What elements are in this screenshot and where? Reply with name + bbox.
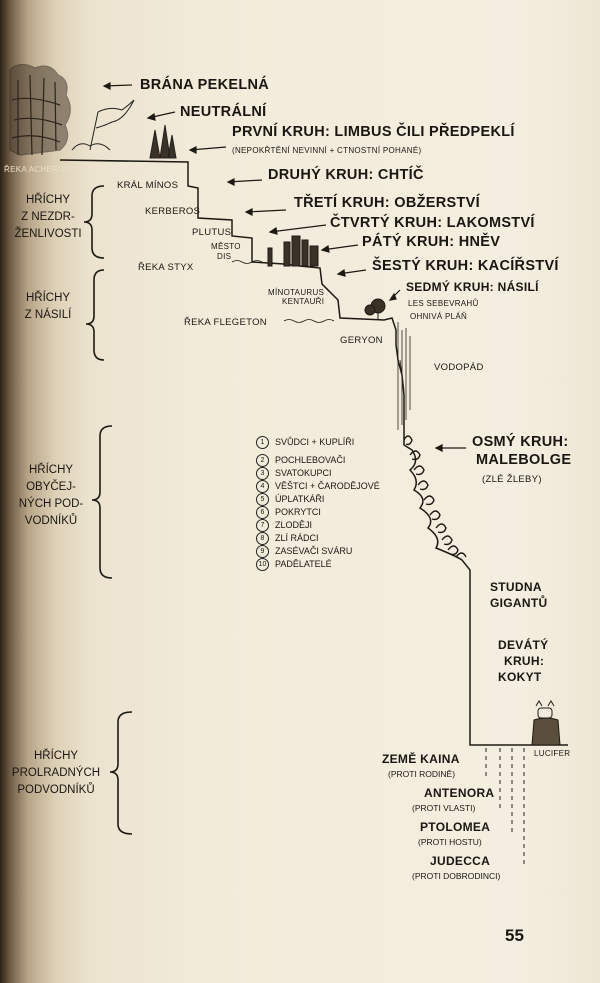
label-neutral: NEUTRÁLNÍ xyxy=(180,104,267,120)
malebolge-loops xyxy=(403,435,467,558)
label-ninth-circle-3: KOKYT xyxy=(498,670,542,684)
label-kentauri: KENTAUŘI xyxy=(282,297,325,306)
pointer-arrows xyxy=(102,82,466,452)
suicide-forest xyxy=(364,298,386,320)
descent-profile xyxy=(59,159,568,746)
label-plain: OHNIVÁ PLÁŇ xyxy=(410,312,468,321)
zone-ptolomea-note: (PROTI HOSTU) xyxy=(418,837,482,847)
label-forest: LES SEBEVRAHŮ xyxy=(408,299,479,308)
lucifer-figure xyxy=(531,700,561,746)
zone-judecca: JUDECCA xyxy=(430,854,491,868)
neutral-flag xyxy=(71,99,135,151)
label-dis-2: DIS xyxy=(217,252,232,261)
label-waterfall: VODOPÁD xyxy=(434,362,484,373)
limbus-trees xyxy=(149,124,177,159)
label-gate: BRÁNA PEKELNÁ xyxy=(140,77,270,93)
zone-caina: ZEMĚ KAINA xyxy=(382,752,460,766)
label-flegeton: ŘEKA FLEGETON xyxy=(184,317,267,328)
label-ninth-circle-1: DEVÁTÝ xyxy=(498,638,549,652)
category-incontinence: HŘÍCHY Z NEZDR- ŽENLIVOSTI xyxy=(14,194,82,240)
zone-antenora: ANTENORA xyxy=(424,786,495,800)
label-ninth-circle-2: KRUH: xyxy=(504,654,545,668)
label-sixth-circle: ŠESTÝ KRUH: KACÍŘSTVÍ xyxy=(372,258,559,274)
category-treachery: HŘÍCHY PROLRADNÝCH PODVODNÍKŮ xyxy=(11,750,101,796)
category-braces xyxy=(83,185,133,835)
waterfall xyxy=(397,322,411,430)
zone-ptolomea: PTOLOMEA xyxy=(420,820,491,834)
zone-antenora-note: (PROTI VLASTI) xyxy=(412,803,476,813)
zone-judecca-note: (PROTI DOBRODINCI) xyxy=(412,871,501,881)
label-lucifer: LUCIFER xyxy=(534,749,571,758)
label-eighth-circle-2: MALEBOLGE xyxy=(476,452,572,468)
label-well-2: GIGANTŮ xyxy=(490,596,548,610)
label-fourth-circle: ČTVRTÝ KRUH: LAKOMSTVÍ xyxy=(330,215,535,231)
label-kerberos: KERBEROS xyxy=(145,206,201,217)
label-styx: ŘEKA STYX xyxy=(138,262,194,273)
label-well-1: STUDNA xyxy=(490,580,542,594)
label-geryon: GERYON xyxy=(340,335,383,346)
label-first-circle-note: (NEPOKŘTĚNÍ NEVINNÍ + CTNOSTNÍ POHANÉ) xyxy=(232,146,422,155)
label-fifth-circle: PÁTÝ KRUH: HNĚV xyxy=(362,234,501,250)
city-dis xyxy=(267,235,319,267)
label-eighth-circle-1: OSMÝ KRUH: xyxy=(472,434,569,450)
zone-dividers xyxy=(485,748,525,866)
label-seventh-circle: SEDMÝ KRUH: NÁSILÍ xyxy=(406,280,539,294)
label-dis-1: MĚSTO xyxy=(211,242,241,251)
page-number: 55 xyxy=(505,926,524,945)
label-eighth-circle-note: (ZLÉ ŽLEBY) xyxy=(482,474,542,485)
label-first-circle: PRVNÍ KRUH: LIMBUS ČILI PŘEDPEKLÍ xyxy=(232,124,515,140)
label-minotaurus: MÍNOTAURUS xyxy=(268,288,325,297)
category-fraud: HŘÍCHY OBYČEJ- NÝCH POD- VODNÍKŮ xyxy=(18,464,84,527)
category-violence: HŘÍCHY Z NÁSILÍ xyxy=(24,292,72,321)
label-third-circle: TŘETÍ KRUH: OBŽERSTVÍ xyxy=(294,195,480,211)
zone-caina-note: (PROTI RODINĚ) xyxy=(388,769,456,779)
label-second-circle: DRUHÝ KRUH: CHTÍČ xyxy=(268,167,424,183)
label-plutus: PLUTUS xyxy=(192,227,232,238)
label-acheron: ŘEKA ACHERON xyxy=(4,165,71,174)
gate-forest-sketch xyxy=(9,63,71,156)
label-minos: KRÁL MÍNOS xyxy=(117,180,179,191)
river-waves xyxy=(231,260,335,323)
